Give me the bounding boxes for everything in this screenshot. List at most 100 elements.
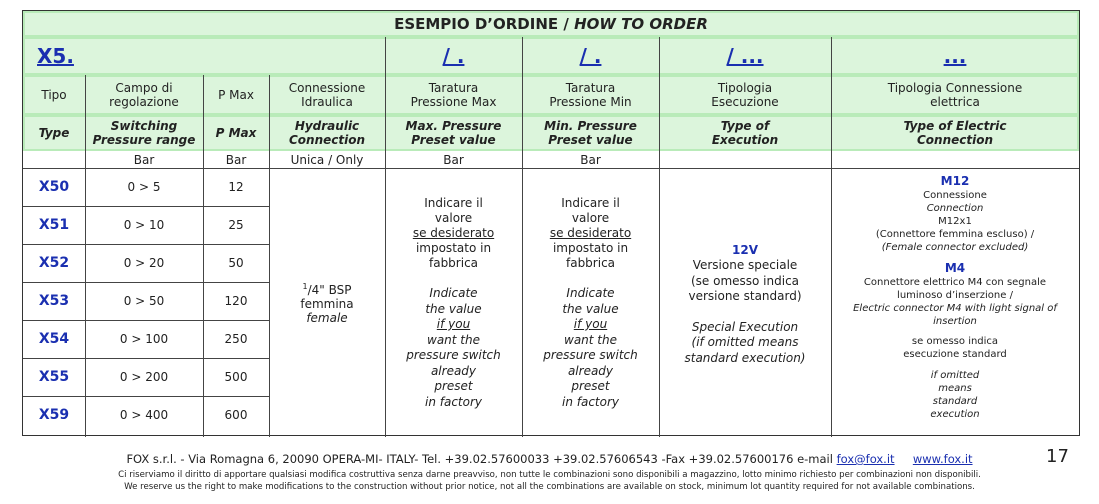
header-it-3: Connessione Idraulica <box>288 81 366 109</box>
row-pmax: 50 <box>228 256 244 270</box>
row-type-code: X52 <box>38 255 70 271</box>
header-en-3: Hydraulic Connection <box>288 119 366 147</box>
preset-min-it-4: fabbrica <box>565 256 616 270</box>
row-type-code: X59 <box>38 407 70 423</box>
header-en-0: Type <box>38 126 70 140</box>
row-type-code: X55 <box>38 369 70 385</box>
preset-max-it-4: fabbrica <box>428 256 479 270</box>
page-number: 17 <box>1046 446 1069 467</box>
row-range: 0 > 5 <box>127 180 161 194</box>
header-en-band <box>23 115 1079 151</box>
header-en-1: Switching Pressure range <box>92 119 196 147</box>
header-it-7: Tipologia Connessione elettrica <box>887 81 1023 109</box>
preset-min-en-3: want the <box>564 332 617 347</box>
grid-line <box>269 75 270 437</box>
row-range: 0 > 400 <box>119 408 169 422</box>
row-divider <box>23 358 269 359</box>
preset-min-en-7: in factory <box>561 394 619 409</box>
order-slot-max-text: / . <box>442 44 465 68</box>
preset-max-en-6: preset <box>434 379 473 393</box>
header-it-1: Campo di regolazione <box>109 81 179 109</box>
order-slot-max: / . <box>385 37 522 75</box>
execution-en-0: Special Execution <box>691 319 799 334</box>
grid-line <box>659 37 660 437</box>
preset-min-it-0: Indicare il <box>561 196 620 210</box>
header-en-6: Type of Execution <box>711 119 779 147</box>
header-en-7: Type of Electric Connection <box>903 119 1007 147</box>
electric-std-en: if omitted means standard execution <box>930 370 980 420</box>
unit-preset-max: Bar <box>443 152 464 167</box>
preset-min-en-2: if you <box>573 317 608 331</box>
row-type-code: X53 <box>38 293 70 309</box>
preset-max-en-5: already <box>430 363 477 378</box>
electric-m12-size: M12x1 <box>938 216 972 227</box>
execution-it-2: versione standard) <box>688 289 802 303</box>
execution-en-1: (if omitted means <box>691 335 799 349</box>
preset-max-en-7: in factory <box>424 394 482 409</box>
unit-preset-min: Bar <box>580 152 601 167</box>
preset-min-cell: Indicare il valore se desiderato imposta… <box>522 168 659 436</box>
footer-email-link[interactable]: fox@fox.it <box>836 452 895 466</box>
hydraulic-size: 1/4" BSP <box>303 280 352 297</box>
execution-cell: 12V Versione speciale (se omesso indica … <box>659 168 831 436</box>
preset-min-en-5: already <box>567 363 614 378</box>
preset-min-en-1: the value <box>562 301 619 316</box>
order-slot-execution-text: / ... <box>726 44 764 68</box>
preset-max-en-1: the value <box>425 301 482 316</box>
title-sub: HOW TO ORDER <box>574 15 708 33</box>
electric-m4-it: Connettore elettrico M4 con segnale lumi… <box>863 277 1047 301</box>
order-band <box>23 37 1079 75</box>
row-divider <box>23 244 269 245</box>
preset-max-cell: Indicare il valore se desiderato imposta… <box>385 168 522 436</box>
grid-line <box>85 75 86 437</box>
header-en-2: P Max <box>215 126 257 140</box>
header-it-4: Taratura Pressione Max <box>410 81 497 109</box>
row-divider <box>23 282 269 283</box>
preset-max-it-0: Indicare il <box>424 196 483 210</box>
execution-en-2: standard execution) <box>684 350 806 365</box>
row-type-code: X50 <box>38 179 70 195</box>
grid-line <box>23 168 1079 169</box>
row-pmax: 600 <box>224 408 248 422</box>
preset-max-it-2: se desiderato <box>412 226 495 240</box>
preset-max-it-1: valore <box>434 211 473 225</box>
order-code-prefix: X5. <box>23 37 385 75</box>
grid-line <box>385 37 386 437</box>
footer-address: FOX s.r.l. - Via Romagna 6, 20090 OPERA-… <box>126 452 833 466</box>
order-slot-min: / . <box>522 37 659 75</box>
order-prefix-text: X5. <box>37 44 74 68</box>
unit-hydraulic: Unica / Only <box>290 152 364 167</box>
preset-min-it-3: impostato in <box>552 241 629 255</box>
hydraulic-connection-cell: 1/4" BSP femmina female <box>269 168 385 436</box>
preset-max-en-0: Indicate <box>429 286 478 300</box>
unit-pmax: Bar <box>225 152 247 167</box>
electric-m12-it: Connessione <box>923 190 987 201</box>
unit-range: Bar <box>133 152 155 167</box>
electric-m12-note-it: (Connettore femmina escluso) / <box>875 229 1035 240</box>
grid-line <box>203 75 204 437</box>
row-divider <box>23 206 269 207</box>
preset-max-en-3: want the <box>427 332 480 347</box>
row-pmax: 500 <box>224 370 248 384</box>
header-en-5: Min. Pressure Preset value <box>544 119 637 147</box>
row-pmax: 12 <box>228 180 244 194</box>
electric-m12-note-en: (Female connector excluded) <box>881 242 1029 253</box>
order-slot-electric-text: ... <box>943 44 967 68</box>
header-en-4: Max. Pressure Preset value <box>405 119 502 147</box>
preset-min-en-4: pressure switch <box>543 348 638 362</box>
order-table: ESEMPIO D’ORDINE / HOW TO ORDER X5. / . … <box>22 10 1080 437</box>
hydraulic-sup: 1 <box>302 281 308 291</box>
title-main: ESEMPIO D’ORDINE / <box>394 15 569 33</box>
row-pmax: 120 <box>224 294 248 308</box>
order-slot-execution: / ... <box>659 37 831 75</box>
electric-m4: M4 <box>944 261 966 275</box>
hydraulic-frac: /4" BSP <box>307 282 352 297</box>
footer-web-link[interactable]: www.fox.it <box>912 452 973 466</box>
row-range: 0 > 50 <box>123 294 165 308</box>
row-divider <box>23 396 269 397</box>
title-band <box>23 11 1079 37</box>
header-it-2: P Max <box>218 88 254 102</box>
header-it-0: Tipo <box>41 88 67 102</box>
row-range: 0 > 20 <box>123 256 165 270</box>
preset-min-en-0: Indicate <box>566 286 615 300</box>
